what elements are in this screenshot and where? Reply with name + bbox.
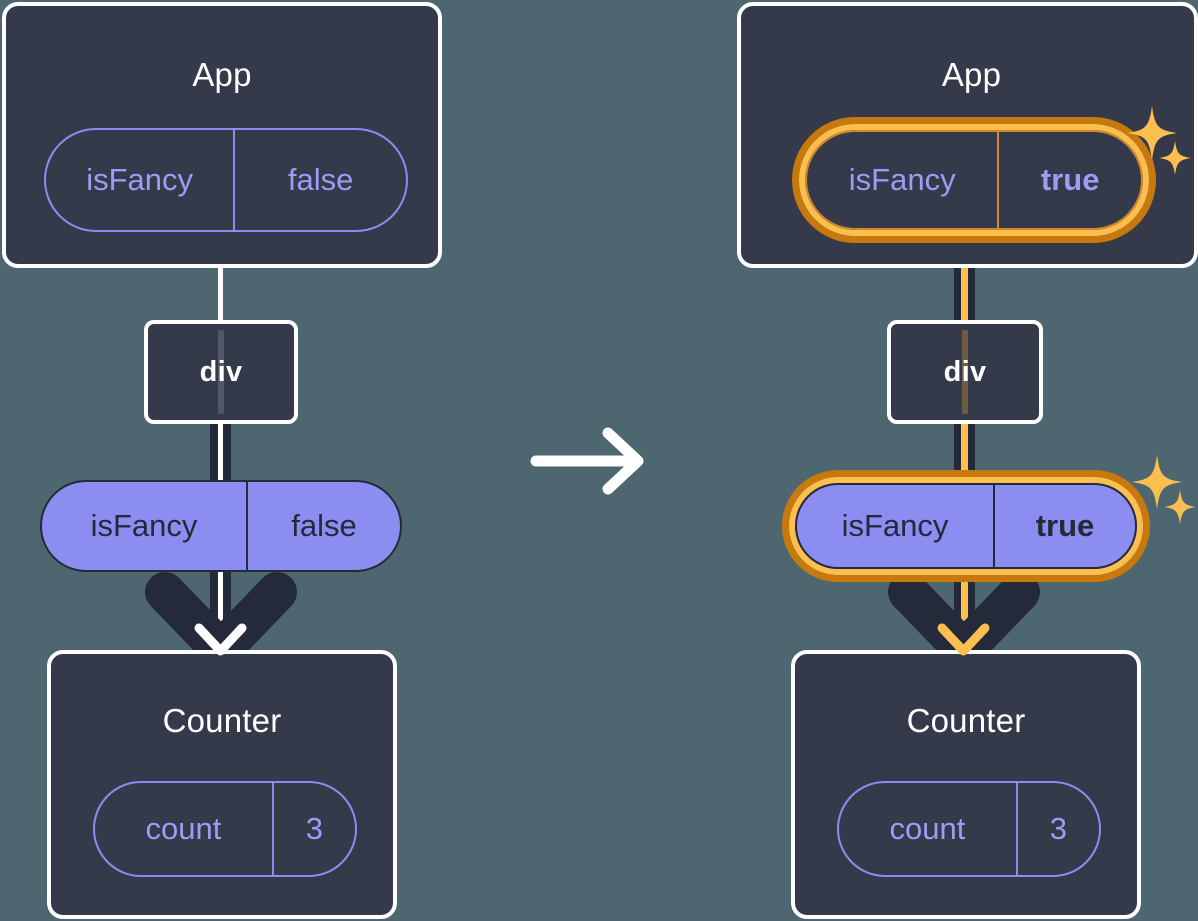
- app-state-pill-label-after: isFancy: [848, 162, 956, 197]
- div-label-before: div: [199, 355, 243, 388]
- counter-state-pill-value-before: 3: [271, 783, 355, 875]
- counter-state-pill-before[interactable]: count 3: [93, 781, 357, 877]
- app-state-pill-before[interactable]: isFancy false: [44, 128, 408, 232]
- props-pill-after[interactable]: isFancy true: [795, 483, 1137, 569]
- sparkle-small-icon-props: [1164, 490, 1196, 524]
- div-label-after: div: [943, 355, 987, 388]
- counter-state-pill-label-before: count: [145, 811, 222, 846]
- app-box-before[interactable]: App isFancy false: [2, 2, 442, 268]
- app-state-pill-value-before: false: [233, 130, 406, 230]
- connector-app-to-div-core-after: [961, 228, 968, 324]
- app-title-after: App: [941, 56, 1002, 93]
- props-pill-value-after: true: [993, 485, 1135, 567]
- counter-box-before[interactable]: Counter count 3: [47, 650, 397, 919]
- props-pill-label-after: isFancy: [841, 508, 949, 543]
- app-box-after[interactable]: App isFancy true: [737, 2, 1198, 268]
- app-state-pill-highlight-ring-after: [792, 117, 1156, 243]
- app-state-pill-label-before: isFancy: [86, 162, 193, 197]
- props-pill-value-before: false: [246, 482, 400, 570]
- app-state-pill-value-after: true: [997, 132, 1141, 228]
- connector-props-to-counter-core-before: [218, 568, 223, 660]
- props-pill-label-before: isFancy: [90, 508, 198, 543]
- counter-box-after[interactable]: Counter count 3: [791, 650, 1141, 919]
- connector-div-to-props-core-before: [218, 420, 223, 482]
- app-state-pill-after[interactable]: isFancy true: [805, 130, 1143, 230]
- connector-app-to-div-before: [218, 266, 223, 322]
- div-box-before[interactable]: div: [144, 320, 298, 424]
- counter-state-pill-after[interactable]: count 3: [837, 781, 1101, 877]
- transition-arrow-right-icon: [530, 427, 644, 495]
- connector-div-to-props-core-after: [961, 420, 968, 482]
- counter-title-after: Counter: [906, 702, 1026, 739]
- app-title-before: App: [192, 56, 252, 93]
- div-box-after[interactable]: div: [887, 320, 1043, 424]
- div-passthrough-line-after: [962, 330, 968, 414]
- counter-title-before: Counter: [162, 702, 282, 739]
- div-passthrough-line-before: [218, 330, 224, 414]
- counter-state-pill-label-after: count: [889, 811, 966, 846]
- props-pill-before[interactable]: isFancy false: [40, 480, 402, 572]
- counter-state-pill-value-after: 3: [1015, 783, 1099, 875]
